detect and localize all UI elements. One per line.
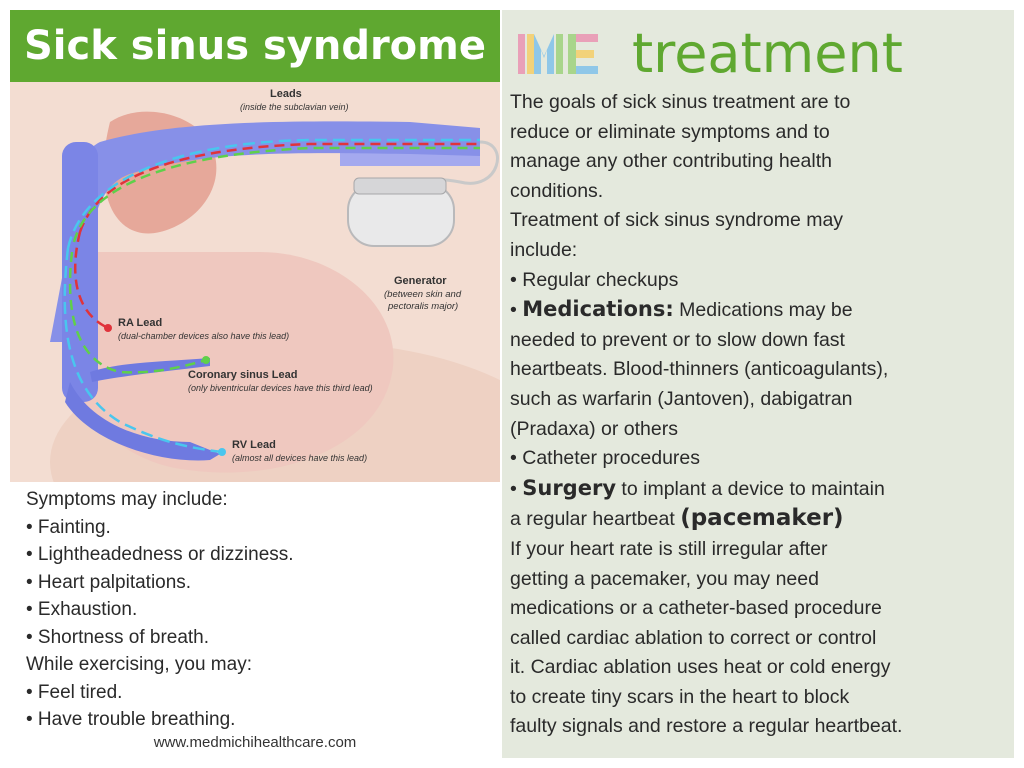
label-generator-sub1: (between skin and <box>384 289 462 300</box>
label-ra-lead: RA Lead <box>118 317 162 329</box>
rv-lead-tip <box>218 448 226 456</box>
ra-lead-tail <box>74 231 109 330</box>
may-include-line: include: <box>510 238 578 261</box>
outro-line: faulty signals and restore a regular hea… <box>510 715 903 738</box>
surgery-text-2: a regular heartbeat <box>510 508 681 531</box>
coronary-sinus-vein <box>90 358 210 382</box>
right-ventricle-vein <box>65 382 220 461</box>
label-cs-sub: (only biventricular devices have this th… <box>188 383 373 393</box>
outro-line: it. Cardiac ablation uses heat or cold e… <box>510 656 891 679</box>
treatment-panel: ME treatment The goals of sick sinus tre… <box>502 10 1014 758</box>
bullet-checkups: • Regular checkups <box>510 268 679 291</box>
bullet-surgery: • Surgery to implant a device to maintai… <box>510 474 1010 505</box>
label-leads: Leads <box>270 88 302 100</box>
surgery-line: a regular heartbeat (pacemaker) <box>510 504 1010 535</box>
pacemaker-illustration: Leads (inside the subclavian vein) Gener… <box>10 82 500 482</box>
cs-lead-tail <box>68 251 207 374</box>
symptoms-heading: Symptoms may include: <box>26 489 228 510</box>
label-generator: Generator <box>394 275 447 287</box>
medications-label: Medications: <box>522 297 674 322</box>
intro-line: manage any other contributing health <box>510 150 832 173</box>
cs-lead-wire <box>72 146 480 243</box>
heart-shape <box>63 252 394 473</box>
surgery-label: Surgery <box>522 475 617 500</box>
medications-line: heartbeats. Blood-thinners (anticoagulan… <box>510 358 889 381</box>
intro-line: reduce or eliminate symptoms and to <box>510 120 830 143</box>
rv-lead-wire <box>66 138 480 249</box>
rv-lead-tail <box>63 247 223 454</box>
label-cs-lead: Coronary sinus Lead <box>188 369 297 381</box>
list-item: • Heart palpitations. <box>26 571 192 593</box>
intro-line: The goals of sick sinus treatment are to <box>510 91 851 113</box>
medications-line: needed to prevent or to slow down fast <box>510 328 845 351</box>
outro-line: called cardiac ablation to correct or co… <box>510 626 877 649</box>
list-item: • Have trouble breathing. <box>26 709 236 730</box>
list-item: • Feel tired. <box>26 681 123 703</box>
cs-lead-tip <box>202 356 210 364</box>
pacemaker-label: (pacemaker) <box>680 505 844 532</box>
outro-line: If your heart rate is still irregular af… <box>510 537 828 560</box>
logo-text: ME <box>516 26 518 27</box>
bullet-medications: • Medications: Medications may be <box>510 295 1010 326</box>
label-leads-sub: (inside the subclavian vein) <box>240 102 349 112</box>
bullet-catheter: • Catheter procedures <box>510 447 701 470</box>
intro-line: conditions. <box>510 179 604 202</box>
symptoms-section: Symptoms may include: • Fainting. • Ligh… <box>26 486 496 734</box>
label-rv-sub: (almost all devices have this lead) <box>232 453 367 463</box>
website-link[interactable]: www.medmichihealthcare.com <box>153 734 357 751</box>
outro-line: getting a pacemaker, you may need <box>510 567 819 590</box>
label-rv-lead: RV Lead <box>232 439 276 451</box>
ra-lead-tip <box>104 324 112 332</box>
me-logo-icon: ME <box>516 26 598 74</box>
label-ra-sub: (dual-chamber devices also have this lea… <box>118 331 289 341</box>
vena-cava-trunk <box>62 142 98 402</box>
bullet-mark: • <box>510 477 523 500</box>
outro-line: to create tiny scars in the heart to blo… <box>510 685 850 708</box>
list-item: • Shortness of breath. <box>26 626 210 648</box>
may-include-line: Treatment of sick sinus syndrome may <box>510 209 844 232</box>
title-banner: Sick sinus syndrome <box>10 10 500 82</box>
label-generator-sub2: pectoralis major) <box>387 301 458 312</box>
generator-header <box>353 177 447 195</box>
list-item: • Lightheadedness or dizziness. <box>26 544 294 565</box>
page-title: Sick sinus syndrome <box>24 23 486 69</box>
outro-line: medications or a catheter-based procedur… <box>510 597 882 620</box>
list-item: • Exhaustion. <box>26 599 138 620</box>
medications-text: Medications may be <box>673 299 853 322</box>
bullet-mark: • <box>510 299 523 322</box>
treatment-body: The goals of sick sinus treatment are to… <box>510 88 1010 742</box>
list-item: • Fainting. <box>26 516 111 538</box>
surgery-text: to implant a device to maintain <box>616 477 885 500</box>
medications-line: such as warfarin (Jantoven), dabigatran <box>510 387 853 410</box>
exercise-heading: While exercising, you may: <box>26 654 252 675</box>
treatment-title: treatment <box>632 22 903 85</box>
medications-line: (Pradaxa) or others <box>510 417 678 440</box>
